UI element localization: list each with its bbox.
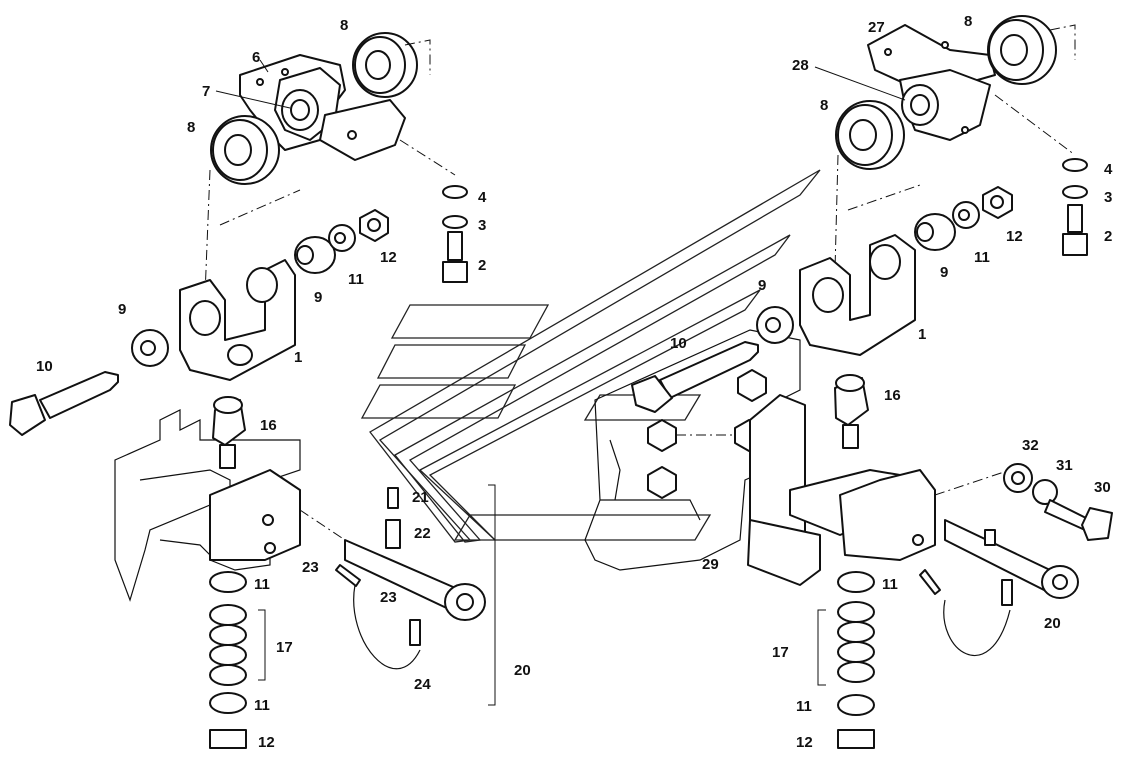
left-lower-plate <box>209 469 301 561</box>
right-ball-stud-16 <box>834 374 869 449</box>
label-9-right-left: 9 <box>758 277 766 294</box>
label-16-left: 16 <box>260 417 277 434</box>
label-12-left-upper: 12 <box>380 249 397 266</box>
label-20-right: 20 <box>1044 615 1061 632</box>
label-32: 32 <box>1022 437 1039 454</box>
leader-lines <box>215 59 906 109</box>
label-1-left: 1 <box>294 349 302 366</box>
left-top-mount <box>239 54 406 161</box>
callout-labels: 8 6 7 8 4 3 2 12 11 9 9 10 1 16 21 22 23… <box>36 13 1113 751</box>
label-16-right: 16 <box>884 387 901 404</box>
label-23-left-b: 23 <box>380 589 397 606</box>
label-2-right: 2 <box>1104 228 1112 245</box>
label-9-left-left: 9 <box>118 301 126 318</box>
label-1-right: 1 <box>918 326 926 343</box>
label-12-right-low: 12 <box>796 734 813 751</box>
label-17-left: 17 <box>276 639 293 656</box>
right-frame-casting <box>584 329 801 571</box>
right-bolt-30-31-32 <box>934 463 1113 541</box>
label-28: 28 <box>792 57 809 74</box>
label-12-right-upper: 12 <box>1006 228 1023 245</box>
left-latch-20 <box>299 484 496 706</box>
right-lower-bushing <box>834 100 921 271</box>
left-ball-stud-16 <box>212 396 246 469</box>
label-30: 30 <box>1094 479 1111 496</box>
left-bolt-stack-2-3-4 <box>399 139 468 283</box>
label-3-left: 3 <box>478 217 486 234</box>
label-8-left-lower: 8 <box>187 119 195 136</box>
label-11-right-mid: 11 <box>882 576 898 593</box>
label-11-right-low: 11 <box>796 698 812 715</box>
right-bracket-29 <box>747 394 936 586</box>
left-bracket-1 <box>179 259 296 381</box>
label-11-left-low: 11 <box>254 697 270 714</box>
label-22: 22 <box>414 525 431 542</box>
right-upper-bushing <box>987 15 1076 85</box>
left-lower-stack <box>209 571 266 749</box>
label-4-left: 4 <box>478 189 487 206</box>
label-6: 6 <box>252 49 260 66</box>
label-17-right: 17 <box>772 644 789 661</box>
left-lower-bushing <box>204 115 301 296</box>
label-10-left: 10 <box>36 358 53 375</box>
right-lower-stack <box>817 571 875 749</box>
label-2-left: 2 <box>478 257 486 274</box>
label-21: 21 <box>412 489 429 506</box>
label-7: 7 <box>202 83 210 100</box>
watermark-logo <box>360 169 821 543</box>
label-3-right: 3 <box>1104 189 1112 206</box>
label-20-left: 20 <box>514 662 531 679</box>
left-right-hardware <box>294 209 389 274</box>
label-29: 29 <box>702 556 719 573</box>
left-upper-bushing <box>352 32 431 98</box>
label-10-right: 10 <box>670 335 687 352</box>
label-8-right-lower: 8 <box>820 97 828 114</box>
label-23-left-a: 23 <box>302 559 319 576</box>
label-9-left-right: 9 <box>314 289 322 306</box>
right-latch-20 <box>919 519 1079 657</box>
label-11-left-upper: 11 <box>348 271 364 288</box>
label-4-right: 4 <box>1104 161 1113 178</box>
right-bolt-stack-2-3-4 <box>994 94 1088 256</box>
label-24: 24 <box>414 676 431 693</box>
label-8-right-top: 8 <box>964 13 972 30</box>
right-pin-10 <box>631 306 794 413</box>
right-top-mount <box>867 24 996 141</box>
label-12-left-low: 12 <box>258 734 275 751</box>
label-9-right-right: 9 <box>940 264 948 281</box>
label-31: 31 <box>1056 457 1073 474</box>
right-upper-hardware <box>914 186 1013 251</box>
left-pin-10 <box>9 329 169 436</box>
label-11-right-upper: 11 <box>974 249 990 266</box>
label-27: 27 <box>868 19 885 36</box>
right-bracket-1 <box>799 234 916 356</box>
label-8-left-top: 8 <box>340 17 348 34</box>
label-11-left-mid: 11 <box>254 576 270 593</box>
